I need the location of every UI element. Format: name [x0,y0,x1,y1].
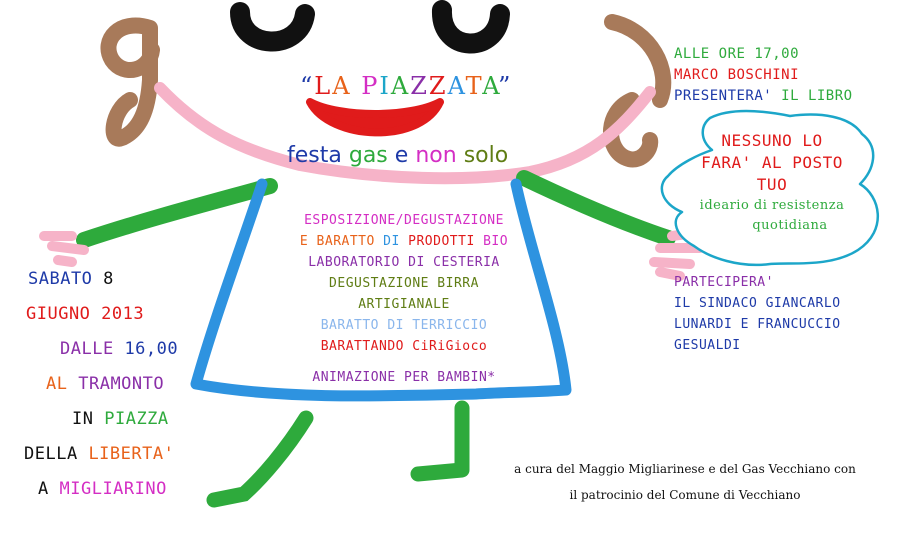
date-word: DELLA [24,444,78,464]
title-letter: T [465,72,483,100]
date-word: AL [46,374,68,394]
program-line: BARATTO DI TERRICCIO [320,318,488,333]
guests-line: IL SINDACO GIANCARLO [674,296,841,311]
title-letter: Z [428,72,448,100]
left-leg [206,410,314,508]
date-word: 8 [103,269,114,289]
event-subtitle: festa gas e non solo [287,143,508,168]
speech-cloud [660,109,879,267]
program-line: DEGUSTAZIONE BIRRA [329,276,479,291]
guests-line: GESUALDI [674,338,741,353]
body-outline [190,178,572,402]
guests-line: LUNARDI E FRANCUCCIO [674,317,841,332]
book-line: PRESENTERA' IL LIBRO [674,86,853,107]
date-line: IN PIAZZA [22,402,178,437]
credits-line: a cura del Maggio Migliarinese e del Gas… [514,462,856,476]
title-letter [352,72,362,100]
date-line: SABATO 8 [22,262,178,297]
title-quote-open: “ [300,72,315,100]
title-quote-close: ” [498,72,513,100]
program-word: BIO [483,234,509,249]
date-word: SABATO [28,269,93,289]
title-letter: Z [410,72,429,100]
date-line: DALLE 16,00 [22,332,178,367]
right-leg [410,400,470,482]
title-letter: A [390,72,411,100]
date-line: DELLA LIBERTA' [22,437,178,472]
right-arm [516,170,676,246]
program-line: ANIMAZIONE PER BAMBIN* [312,370,496,385]
subtitle-word: solo [463,143,509,168]
guests-block: PARTECIPERA' IL SINDACO GIANCARLO LUNARD… [674,272,841,356]
book-line: ALLE ORE 17,00 [674,46,800,62]
program-line: ARTIGIANALE [358,297,450,312]
program-word: E BARATTO [299,234,375,249]
date-line: GIUGNO 2013 [26,304,145,324]
left-hand [39,231,89,267]
book-subtitle-line: quotidiana [752,218,828,233]
book-word: IL LIBRO [781,88,853,104]
program-word: PRODOTTI [408,234,475,249]
date-word: A [38,479,49,499]
subtitle-word: festa [287,143,342,168]
book-title-cloud: NESSUNO LO FARA' AL POSTO TUO ideario di… [672,130,872,236]
guests-line: PARTECIPERA' [674,275,774,290]
date-line: AL TRAMONTO [22,367,178,402]
left-eye [230,2,315,52]
date-line: A MIGLIARINO [22,472,178,507]
book-title-line: NESSUNO LO [721,131,823,150]
right-eye [432,0,510,54]
book-word: PRESENTERA' [674,88,773,104]
credits-block: a cura del Maggio Migliarinese e del Gas… [480,456,890,508]
title-letter: P [361,72,380,100]
left-ear [100,17,160,147]
date-word: IN [72,409,94,429]
date-word: LIBERTA' [88,444,175,464]
date-word: MIGLIARINO [59,479,167,499]
program-line: E BARATTO DI PRODOTTI BIO [254,231,554,252]
title-letter: A [447,72,466,100]
date-word: PIAZZA [104,409,169,429]
left-arm [76,178,278,248]
book-subtitle-line: ideario di resistenza [699,198,845,213]
mouth [306,98,444,137]
date-word: TRAMONTO [78,374,165,394]
program-list: ESPOSIZIONE/DEGUSTAZIONE E BARATTO DI PR… [254,210,554,388]
date-word: DALLE [60,339,114,359]
title-letter: A [332,72,352,100]
book-title-line: FARA' AL POSTO [701,153,843,172]
date-word: 16,00 [124,339,179,359]
program-line: LABORATORIO DI CESTERIA [308,255,500,270]
subtitle-word: e [394,143,409,168]
book-line: MARCO BOSCHINI [674,67,800,83]
program-line: ESPOSIZIONE/DEGUSTAZIONE [304,213,504,228]
subtitle-word: gas [348,143,388,168]
book-presentation: ALLE ORE 17,00 MARCO BOSCHINI PRESENTERA… [674,44,853,107]
title-letter: I [379,72,391,100]
right-ear [603,14,672,168]
credits-line: il patrocinio del Comune di Vecchiano [569,488,801,502]
head-outline [154,82,656,185]
subtitle-word: non [415,143,457,168]
program-line: BARATTANDO CiRiGioco [320,339,488,354]
event-title: “LA PIAZZATA” [300,72,512,100]
book-title-line: TUO [756,175,788,194]
title-letter: A [482,72,499,100]
date-block: SABATO 8 GIUGNO 2013 DALLE 16,00 AL TRAM… [22,262,178,507]
title-letter: L [314,72,333,100]
program-word: DI [383,234,400,249]
